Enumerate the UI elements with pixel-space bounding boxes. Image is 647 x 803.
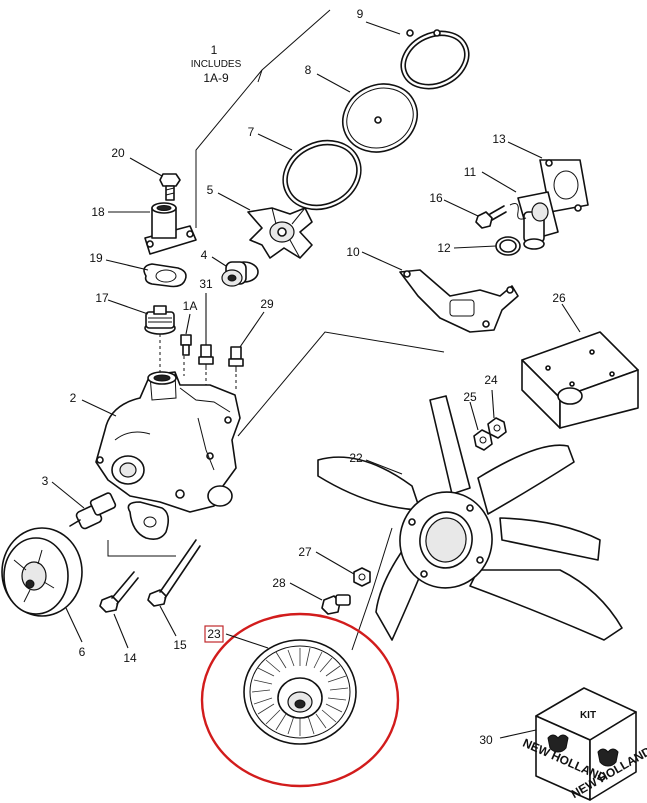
pump-gasket [127,501,170,540]
callout-26: 26 [552,291,566,305]
assembly-range: 1A-9 [203,71,229,85]
nut-part-25 [473,429,493,451]
brand-logo-left [547,734,569,753]
seal-part-4 [221,261,259,287]
pump-bracket-line [107,540,176,557]
impeller-part-5 [247,207,313,259]
bolt-part-14 [99,571,139,613]
bolt-part-28 [321,594,351,615]
water-pump-housing-part-2 [95,371,241,513]
assembly-bracket [195,9,331,228]
callout-23: 23 [207,627,221,641]
callout-14: 14 [123,651,137,665]
callout-11: 11 [464,165,477,179]
bolt-part-20 [159,173,181,201]
highlight-circle [200,612,400,788]
callout-23-box [204,625,224,643]
callout-3: 3 [42,474,49,488]
callout-28: 28 [272,576,286,590]
callout-12: 12 [437,241,451,255]
callout-18: 18 [91,205,105,219]
pulley-part-6 [1,527,83,617]
fan-part-22 [317,395,623,641]
bolt-part-16 [475,205,507,229]
bolt-part-1a [180,334,192,356]
callout-10: 10 [346,245,360,259]
callout-25: 25 [463,390,477,404]
outlet-neck-part-18 [144,202,197,255]
callout-9: 9 [357,7,364,21]
fitting-part-29 [228,346,244,372]
callout-2: 2 [70,391,77,405]
callout-30: 30 [479,733,493,747]
bracket-plate-part-10 [399,269,519,333]
kit-label: KIT [580,710,596,721]
nut-part-27 [353,567,371,587]
gasket-part-19 [143,263,187,288]
assembly-includes-label: INCLUDES [191,59,242,70]
fan-clutch-part-23 [243,639,357,745]
callout-20: 20 [111,146,125,160]
callout-6: 6 [79,645,86,659]
brand-logo-right [597,748,619,767]
o-ring-part-12 [495,236,521,256]
callout-7: 7 [248,125,255,139]
callout-4: 4 [201,248,208,262]
callout-13: 13 [492,132,506,146]
callout-22: 22 [349,451,363,465]
callout-19: 19 [89,251,103,265]
kit-box-part-30 [535,687,637,801]
outlet-housing-part-11 [509,191,559,250]
bracket-link-line [237,331,445,437]
cover-plate-part-8 [342,83,418,153]
nut-part-24 [487,417,507,439]
snap-ring-part-9 [400,29,470,90]
o-ring-part-7 [282,139,362,211]
bolt-part-15 [147,539,201,607]
callout-5: 5 [207,183,214,197]
shaft-part-3 [69,492,117,530]
callout-31: 31 [199,277,213,291]
spacer-block-part-26 [521,331,639,429]
callout-27: 27 [298,545,312,559]
callout-8: 8 [305,63,312,77]
callout-24: 24 [484,373,498,387]
callout-16: 16 [429,191,443,205]
callout-1a: 1A [183,299,198,313]
callout-29: 29 [260,297,274,311]
leader-lines [51,21,581,739]
callout-17: 17 [95,291,109,305]
assembly-number: 1 [211,43,218,57]
thermostat-part-17 [144,305,176,335]
fitting-part-31 [198,344,214,370]
callout-15: 15 [173,638,187,652]
